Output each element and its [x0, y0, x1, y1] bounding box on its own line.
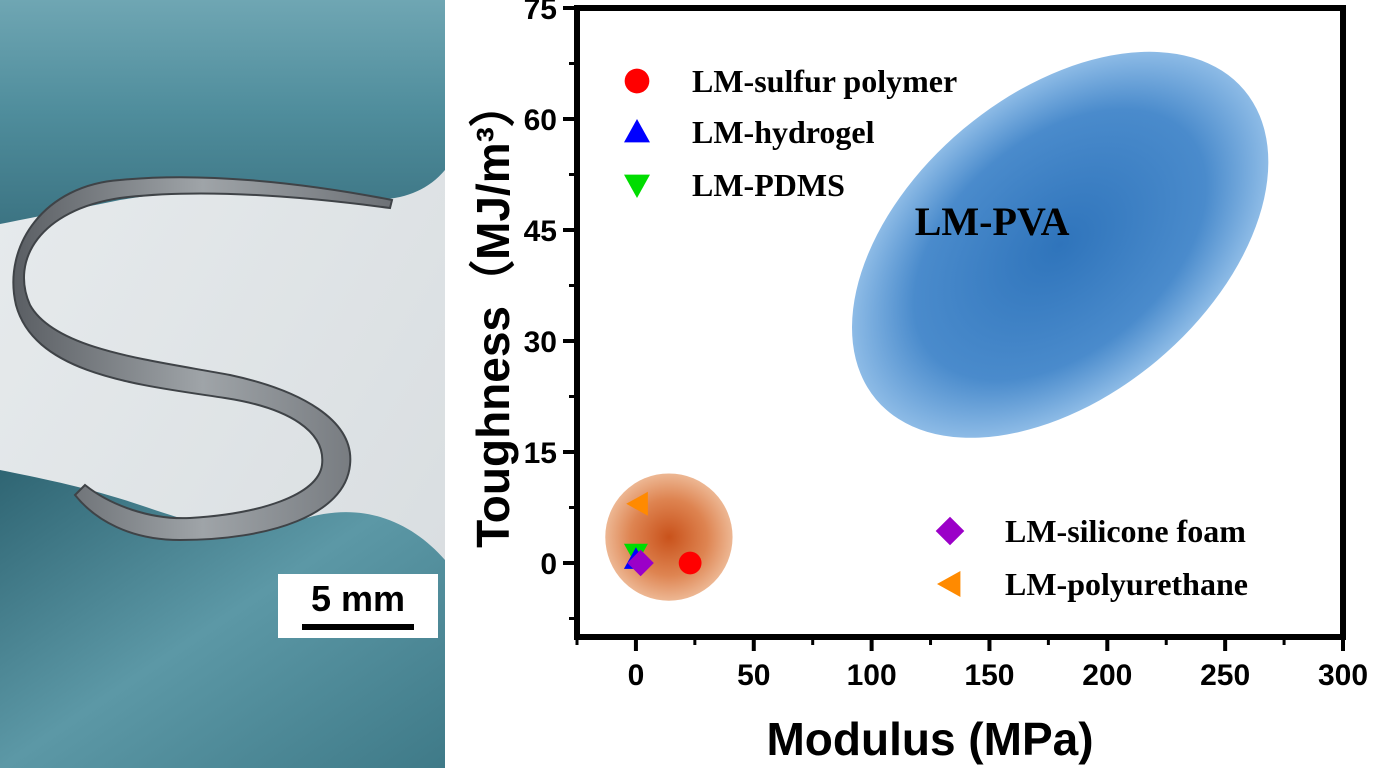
x-tick-label: 50 — [737, 659, 770, 692]
scale-bar-label: 5 mm — [310, 578, 406, 619]
legend-item-lm-pdms: LM-PDMS — [624, 167, 845, 203]
legend-label-lm-pdms: LM-PDMS — [692, 167, 845, 203]
y-tick-label: 75 — [524, 0, 557, 26]
x-tick-label: 100 — [847, 659, 897, 692]
legend-label-lm-sulfur-polymer: LM-sulfur polymer — [692, 63, 957, 99]
y-tick-label: 45 — [524, 215, 557, 248]
y-axis-title: Toughness（MJ/m³） — [467, 81, 519, 548]
legend-label-lm-silicone-foam: LM-silicone foam — [1005, 513, 1246, 549]
x-tick-label: 150 — [964, 659, 1014, 692]
s-shaped-sample — [12, 176, 394, 542]
x-tick-label: 200 — [1082, 659, 1132, 692]
sample-photo: 5 mm — [0, 0, 445, 768]
legend-marker-lm-polyurethane — [937, 571, 961, 597]
region-label-lm-pva: LM-PVA — [915, 199, 1070, 244]
legend-marker-lm-silicone-foam — [935, 516, 965, 546]
x-tick-label: 0 — [628, 659, 645, 692]
glove-bottom — [0, 470, 445, 768]
region-lm-composites-cluster — [605, 473, 733, 601]
y-tick-label: 15 — [524, 437, 557, 470]
legend-label-lm-hydrogel: LM-hydrogel — [692, 114, 875, 150]
legend-marker-lm-hydrogel — [624, 119, 650, 143]
y-tick-label: 30 — [524, 326, 557, 359]
plot-frame — [574, 5, 1346, 640]
legend-item-lm-polyurethane: LM-polyurethane — [937, 566, 1248, 602]
ticks-layer: 0 50 100 150 200 250 300 0 15 30 45 60 75 — [524, 0, 1368, 692]
legend-marker-lm-pdms — [624, 174, 650, 198]
legend-marker-lm-sulfur-polymer — [624, 68, 650, 94]
scale-bar: 5 mm — [278, 574, 438, 638]
scatter-chart: LM-PVA 0 50 100 150 200 250 300 0 15 30 45 60 75 LM-… — [467, 0, 1368, 765]
x-tick-label: 250 — [1200, 659, 1250, 692]
legend-item-lm-sulfur-polymer: LM-sulfur polymer — [624, 63, 957, 99]
glove-top — [0, 0, 445, 224]
point-lm-polyurethane — [626, 491, 648, 516]
point-lm-sulfur-polymer — [678, 551, 702, 575]
region-lm-pva — [852, 51, 1269, 438]
legend-item-lm-silicone-foam: LM-silicone foam — [935, 513, 1246, 549]
markers-layer — [623, 491, 702, 577]
x-tick-label: 300 — [1318, 659, 1368, 692]
y-tick-label: 0 — [540, 548, 557, 581]
legend-label-lm-polyurethane: LM-polyurethane — [1005, 566, 1248, 602]
y-tick-label: 60 — [524, 104, 557, 137]
x-axis-title: Modulus (MPa) — [766, 713, 1093, 765]
scale-bar-line — [302, 624, 414, 630]
legend-item-lm-hydrogel: LM-hydrogel — [624, 114, 875, 150]
